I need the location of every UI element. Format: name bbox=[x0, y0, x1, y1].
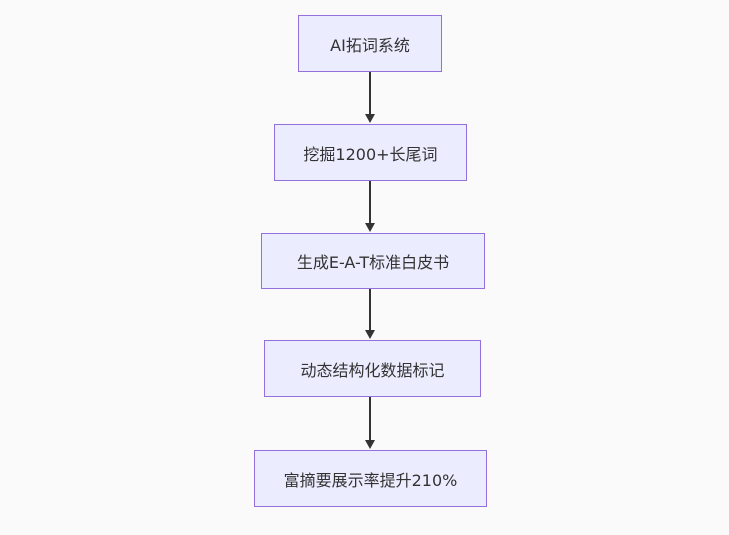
flowchart-node-rich-snippet-rate: 富摘要展示率提升210% bbox=[254, 450, 487, 507]
arrowhead-icon bbox=[365, 330, 375, 339]
arrowhead-icon bbox=[365, 223, 375, 232]
flowchart-node-ai-keyword-system: AI拓词系统 bbox=[298, 15, 442, 72]
flowchart-node-eat-whitepaper: 生成E-A-T标准白皮书 bbox=[261, 233, 485, 289]
flowchart-node-structured-data-markup: 动态结构化数据标记 bbox=[264, 340, 481, 397]
edge-line-a-b bbox=[369, 72, 371, 114]
flowchart-node-longtail-mining: 挖掘1200+长尾词 bbox=[274, 124, 467, 181]
edge-line-b-c bbox=[369, 181, 371, 223]
arrowhead-icon bbox=[365, 114, 375, 123]
edge-line-c-d bbox=[369, 289, 371, 330]
edge-line-d-e bbox=[369, 397, 371, 440]
arrowhead-icon bbox=[365, 440, 375, 449]
